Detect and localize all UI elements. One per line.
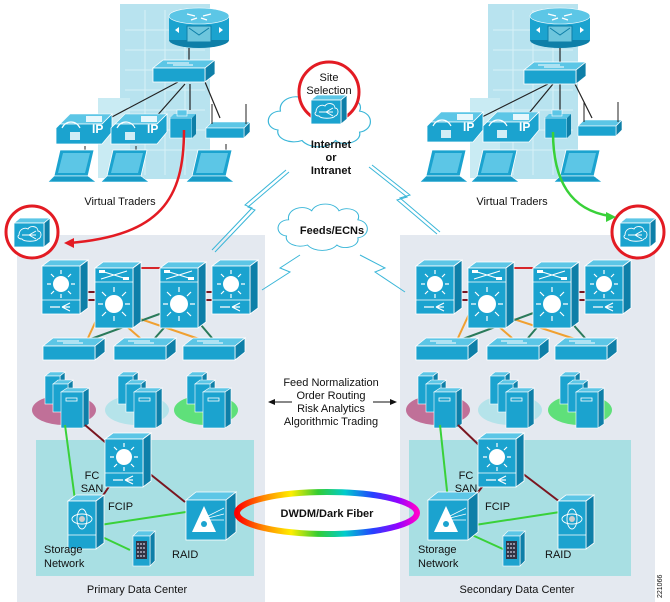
fc-switch-icon: [104, 432, 152, 488]
site-selection-label: Site: [320, 72, 339, 84]
fcip-label: FCIP: [108, 501, 133, 513]
right-trader-site: IP IP Virtual Traders: [419, 4, 623, 208]
ip-phone-icon: [55, 113, 113, 145]
figure-id: 221066: [657, 575, 664, 598]
multilayer-switch-icon: [211, 259, 259, 315]
ip-label: IP: [519, 120, 530, 134]
arrowhead-icon: [268, 399, 275, 405]
multilayer-switch-icon: [584, 259, 632, 315]
multilayer-switch-icon: [41, 259, 89, 315]
app-algorithmic-trading: Algorithmic Trading: [284, 416, 378, 428]
access-switch-icon: [554, 337, 618, 361]
fc-label: FC: [85, 470, 100, 482]
router-icon: [168, 7, 230, 49]
laptop-icon: [419, 149, 469, 183]
wan-lightning: [211, 164, 441, 293]
primary-dc-network: FC SAN FCIP Storage Network RAID Primary…: [32, 259, 259, 596]
left-site-selector: [4, 204, 60, 260]
ip-phone-icon: [426, 111, 484, 143]
right-site-selector: [610, 204, 666, 260]
disk-array-icon: [502, 530, 526, 567]
virtual-traders-right-label: Virtual Traders: [476, 196, 548, 208]
core-switch-icon: [532, 261, 580, 329]
dwdm-fiber-ring: [234, 489, 420, 537]
raid-label: RAID: [545, 549, 571, 561]
internet-or-label: or: [326, 152, 338, 164]
internet-label: Internet: [311, 139, 352, 151]
network-label: Network: [418, 558, 459, 570]
intranet-label: Intranet: [311, 165, 352, 177]
access-switch-icon: [486, 337, 550, 361]
storage-network-switch-icon: [557, 494, 595, 550]
wireless-ap-icon: [205, 103, 251, 139]
access-switch-icon: [415, 337, 479, 361]
feeds-ecns-label: Feeds/ECNs: [300, 225, 364, 237]
app-risk-analytics: Risk Analytics: [297, 403, 365, 415]
fc-label: FC: [459, 470, 474, 482]
center-applications: Feed Normalization Order Routing Risk An…: [268, 377, 397, 428]
left-trader-site: IP IP Virtual Traders: [47, 4, 251, 208]
switch-icon: [523, 61, 587, 85]
printer-icon: [544, 109, 572, 139]
core-switch-icon: [159, 261, 207, 329]
san-label: SAN: [81, 483, 104, 495]
access-switch-icon: [113, 337, 177, 361]
fc-switch-icon: [477, 432, 525, 488]
raid-array-icon: [427, 491, 479, 541]
raid-label: RAID: [172, 549, 198, 561]
arrowhead-icon: [606, 212, 616, 222]
site-selection: Site Selection: [297, 60, 361, 125]
secondary-dc-network: FC SAN FCIP Storage Network RAID Seconda…: [406, 259, 632, 596]
dwdm-dark-fiber-label: DWDM/Dark Fiber: [281, 508, 375, 520]
arrowhead-icon: [64, 238, 74, 248]
app-feed-normalization: Feed Normalization: [283, 377, 378, 389]
virtual-traders-left-label: Virtual Traders: [84, 196, 156, 208]
switch-icon: [152, 59, 216, 83]
router-icon: [529, 7, 591, 49]
site-selector-icon: [619, 217, 657, 248]
wireless-ap-icon: [577, 101, 623, 137]
raid-array-icon: [185, 491, 237, 541]
primary-data-center-label: Primary Data Center: [87, 584, 188, 596]
ip-label: IP: [92, 122, 103, 136]
ip-label: IP: [147, 122, 158, 136]
green-redirect-arrow: [551, 131, 611, 218]
core-switch-icon: [467, 261, 515, 329]
app-order-routing: Order Routing: [296, 390, 365, 402]
disk-array-icon: [132, 530, 156, 567]
laptop-icon: [47, 149, 97, 183]
network-label: Network: [44, 558, 85, 570]
access-switch-icon: [182, 337, 246, 361]
fcip-label: FCIP: [485, 501, 510, 513]
arrowhead-icon: [390, 399, 397, 405]
multilayer-switch-icon: [415, 259, 463, 315]
dwdm-ring: DWDM/Dark Fiber: [234, 489, 420, 537]
site-selector-icon: [13, 217, 51, 248]
access-switch-icon: [42, 337, 106, 361]
red-redirect-arrow: [69, 129, 186, 245]
storage-label: Storage: [44, 544, 83, 556]
core-switch-icon: [94, 261, 142, 329]
ip-label: IP: [463, 120, 474, 134]
storage-network-switch-icon: [67, 494, 105, 550]
san-label: SAN: [455, 483, 478, 495]
storage-label: Storage: [418, 544, 457, 556]
secondary-data-center-label: Secondary Data Center: [460, 584, 575, 596]
site-selector-icon: [310, 94, 348, 125]
site-selection-label-2: Selection: [306, 85, 351, 97]
